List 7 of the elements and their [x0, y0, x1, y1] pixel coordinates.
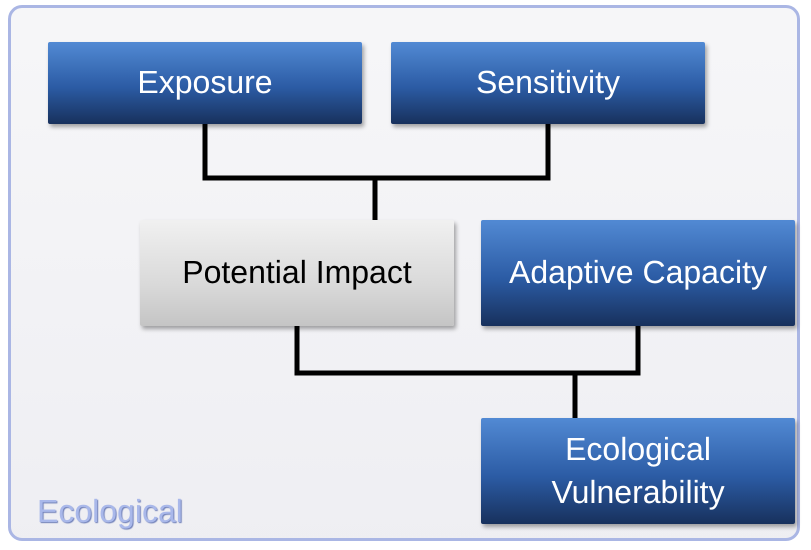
panel-title: Ecological — [37, 493, 183, 530]
process-box: Adaptive Capacity — [481, 220, 795, 326]
process-box: Potential Impact — [140, 220, 454, 326]
panel-background — [8, 5, 800, 541]
process-box: Sensitivity — [391, 42, 705, 124]
process-box: Ecological Vulnerability — [481, 418, 795, 524]
process-box: Exposure — [48, 42, 362, 124]
